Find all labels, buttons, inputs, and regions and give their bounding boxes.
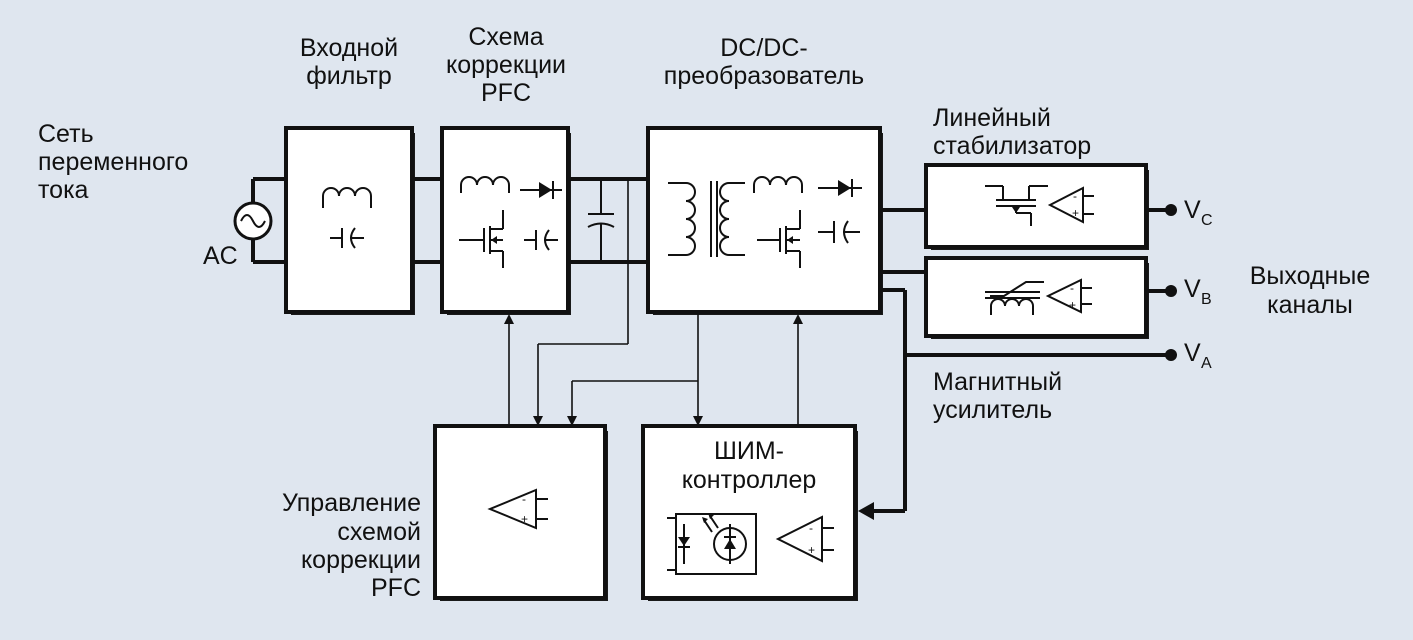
vb-output-label: V B bbox=[1184, 275, 1212, 308]
mains-label: Сеть переменного тока bbox=[38, 120, 188, 204]
mag-amp-label: Магнитный усилитель bbox=[933, 368, 1062, 424]
svg-text:B: B bbox=[1201, 291, 1212, 308]
svg-text:схемой: схемой bbox=[337, 518, 421, 546]
dcdc-inductor-icon bbox=[753, 176, 803, 193]
input-filter-box bbox=[284, 126, 414, 314]
inductor-icon bbox=[322, 187, 372, 208]
outputs-label: Выходные каналы bbox=[1250, 262, 1370, 319]
capacitor-icon bbox=[330, 227, 364, 249]
svg-text:PFC: PFC bbox=[371, 574, 421, 602]
dcdc-capacitor-icon bbox=[818, 220, 860, 244]
pwm-op-amp-icon: - + bbox=[775, 515, 834, 563]
svg-text:каналы: каналы bbox=[1267, 291, 1353, 319]
svg-text:V: V bbox=[1184, 339, 1201, 367]
svg-text:усилитель: усилитель bbox=[933, 396, 1052, 424]
svg-text:контроллер: контроллер bbox=[682, 466, 817, 494]
svg-text:стабилизатор: стабилизатор bbox=[933, 132, 1091, 160]
dcdc-box bbox=[646, 126, 882, 314]
svg-text:DC/DC-: DC/DC- bbox=[720, 34, 808, 62]
svg-text:V: V bbox=[1184, 275, 1201, 303]
svg-text:C: C bbox=[1201, 212, 1213, 229]
dcdc-label: DC/DC- преобразователь bbox=[664, 34, 864, 90]
linear-stabilizer-label: Линейный стабилизатор bbox=[933, 104, 1091, 160]
svg-text:коррекции: коррекции bbox=[301, 546, 421, 574]
mosfet-icon bbox=[459, 210, 504, 268]
svg-text:-: - bbox=[522, 492, 526, 506]
pfc-control-op-amp-icon: - + bbox=[487, 488, 548, 530]
dcdc-diode-icon bbox=[818, 179, 862, 197]
svg-text:Магнитный: Магнитный bbox=[933, 368, 1062, 396]
svg-text:Управление: Управление bbox=[282, 489, 421, 517]
svg-text:-: - bbox=[1073, 189, 1077, 203]
pfc-control-box bbox=[433, 424, 607, 600]
pfc-inductor-icon bbox=[460, 176, 510, 193]
svg-text:тока: тока bbox=[38, 176, 89, 204]
pfc-control-label: Управление схемой коррекции PFC bbox=[282, 489, 421, 602]
pfc-capacitor-icon bbox=[524, 229, 558, 251]
svg-text:Выходные: Выходные bbox=[1250, 262, 1370, 290]
ac-source-icon bbox=[233, 201, 273, 241]
svg-text:Входной: Входной bbox=[300, 34, 398, 62]
svg-text:коррекции: коррекции bbox=[446, 51, 566, 79]
svg-text:+: + bbox=[1069, 298, 1076, 312]
svg-text:Линейный: Линейный bbox=[933, 104, 1051, 132]
pfc-box bbox=[440, 126, 570, 314]
linear-mosfet-icon bbox=[985, 185, 1048, 226]
svg-text:преобразователь: преобразователь bbox=[664, 62, 864, 90]
op-amp-icon: - + bbox=[1047, 186, 1094, 224]
mag-op-amp-icon: - + bbox=[1045, 278, 1092, 314]
dcdc-mosfet-icon bbox=[757, 210, 801, 268]
svg-text:-: - bbox=[809, 521, 813, 535]
svg-text:фильтр: фильтр bbox=[306, 62, 392, 90]
svg-text:Сеть: Сеть bbox=[38, 120, 94, 148]
svg-text:-: - bbox=[1070, 281, 1074, 295]
vc-output-label: V C bbox=[1184, 196, 1213, 229]
svg-text:Схема: Схема bbox=[468, 23, 543, 51]
input-filter-label: Входной фильтр bbox=[300, 34, 398, 90]
optocoupler-icon bbox=[667, 513, 757, 575]
pfc-label: Схема коррекции PFC bbox=[446, 23, 566, 107]
svg-text:ШИМ-: ШИМ- bbox=[714, 437, 784, 465]
svg-text:V: V bbox=[1184, 196, 1201, 224]
svg-text:+: + bbox=[521, 512, 528, 526]
pwm-controller-label: ШИМ- контроллер bbox=[682, 437, 817, 494]
va-output-label: V A bbox=[1184, 339, 1212, 372]
svg-text:A: A bbox=[1201, 355, 1212, 372]
svg-text:+: + bbox=[808, 543, 815, 557]
diode-icon bbox=[520, 181, 562, 199]
svg-text:PFC: PFC bbox=[481, 79, 531, 107]
ac-label: AC bbox=[203, 242, 238, 270]
saturable-reactor-icon bbox=[985, 281, 1044, 315]
transformer-icon bbox=[668, 181, 745, 257]
svg-text:переменного: переменного bbox=[38, 148, 188, 176]
svg-text:+: + bbox=[1072, 206, 1079, 220]
pwm-controller-box bbox=[641, 424, 857, 600]
